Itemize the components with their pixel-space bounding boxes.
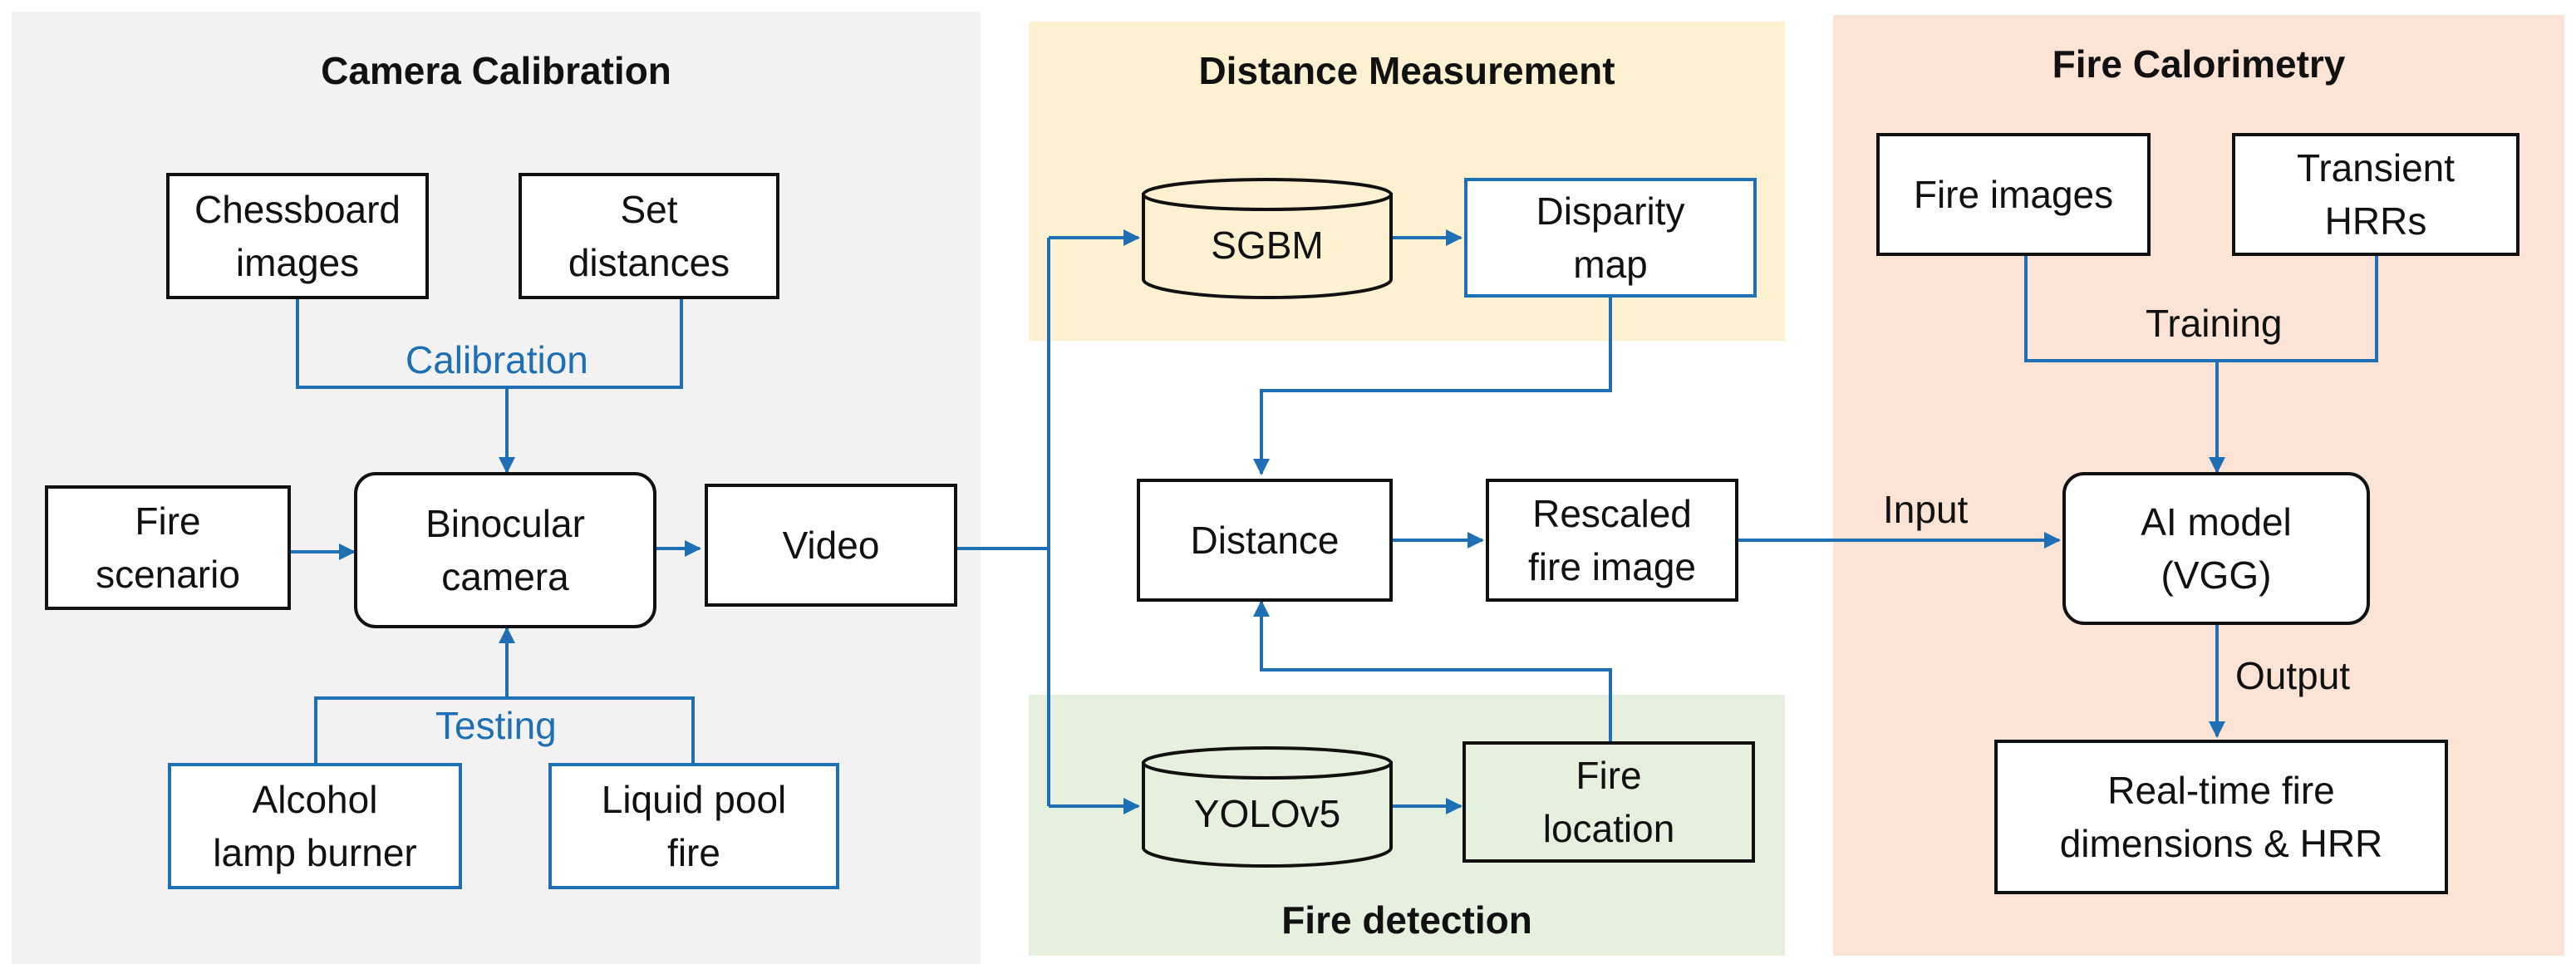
yolo-label: YOLOv5: [1193, 792, 1341, 835]
fire-images-box: Fire images: [1876, 133, 2151, 256]
fire-scenario-box: Fire scenario: [45, 485, 291, 610]
transient-hrrs-box: Transient HRRs: [2232, 133, 2519, 256]
set-distances-box: Set distances: [519, 173, 779, 299]
testing-connector: [314, 696, 695, 763]
yolo-cylinder: [1142, 746, 1393, 868]
alcohol-lamp-burner-box: Alcohol lamp burner: [168, 763, 462, 889]
output-label: Output: [2235, 654, 2351, 697]
distance-box: Distance: [1137, 479, 1393, 602]
fire-location-box: Fire location: [1463, 741, 1755, 863]
fire-calorimetry-title: Fire Calorimetry: [2052, 42, 2346, 86]
input-label: Input: [1883, 488, 1969, 531]
chessboard-images-box: Chessboard images: [166, 173, 429, 299]
camera-calibration-title: Camera Calibration: [321, 49, 671, 92]
distance-measurement-title: Distance Measurement: [1198, 49, 1615, 92]
calibration-connector: [296, 299, 683, 389]
video-box: Video: [705, 484, 957, 607]
rescaled-fire-image-box: Rescaled fire image: [1486, 479, 1738, 602]
calibration-label: Calibration: [406, 338, 588, 381]
disparity-distance-arrow: [1253, 298, 1612, 475]
sgbm-cylinder: [1142, 178, 1393, 299]
disparity-map-box: Disparity map: [1464, 178, 1757, 298]
testing-label: Testing: [435, 704, 557, 747]
training-connector: [2024, 256, 2378, 362]
fire-detection-title: Fire detection: [1281, 898, 1532, 942]
location-distance-arrow: [1253, 600, 1612, 741]
binocular-camera-box: Binocular camera: [354, 472, 656, 628]
training-label: Training: [2146, 302, 2283, 345]
ai-model-box: AI model (VGG): [2062, 472, 2370, 625]
realtime-output-box: Real-time fire dimensions & HRR: [1994, 740, 2448, 894]
sgbm-label: SGBM: [1211, 224, 1324, 267]
liquid-pool-fire-box: Liquid pool fire: [548, 763, 839, 889]
